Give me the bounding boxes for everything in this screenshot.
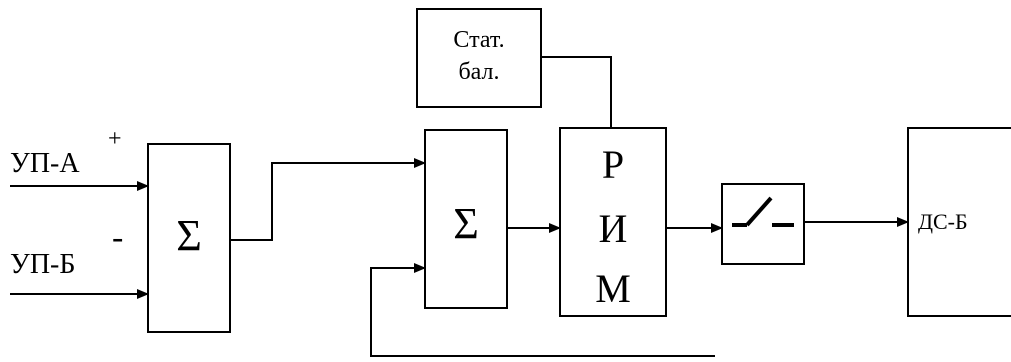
- summator-2-symbol: Σ: [453, 199, 479, 248]
- summator-1-symbol: Σ: [176, 211, 202, 260]
- rim-letter-r: Р: [602, 142, 624, 187]
- input-label-upa: УП-А: [10, 148, 80, 179]
- input-label-upb: УП-Б: [10, 249, 75, 280]
- wire-sum1-to-sum2: [230, 158, 426, 241]
- static-balance-block: [416, 8, 542, 108]
- summator-1-block: [147, 143, 231, 333]
- wire-feedback: [370, 263, 715, 357]
- output-label: ДС-Б: [918, 209, 968, 234]
- summator-2-block: [424, 129, 508, 309]
- rim-letter-m: М: [595, 266, 631, 311]
- rim-block: [559, 127, 667, 317]
- switch-icon: [732, 196, 794, 227]
- static-balance-line1: Стат.: [453, 27, 504, 53]
- input-sign-minus: -: [112, 219, 123, 256]
- static-balance-line2: бал.: [458, 59, 499, 85]
- output-block: [907, 127, 1011, 317]
- rim-letter-i: И: [599, 206, 628, 251]
- input-sign-plus: +: [108, 126, 122, 152]
- wire-static-to-rim: [541, 56, 612, 128]
